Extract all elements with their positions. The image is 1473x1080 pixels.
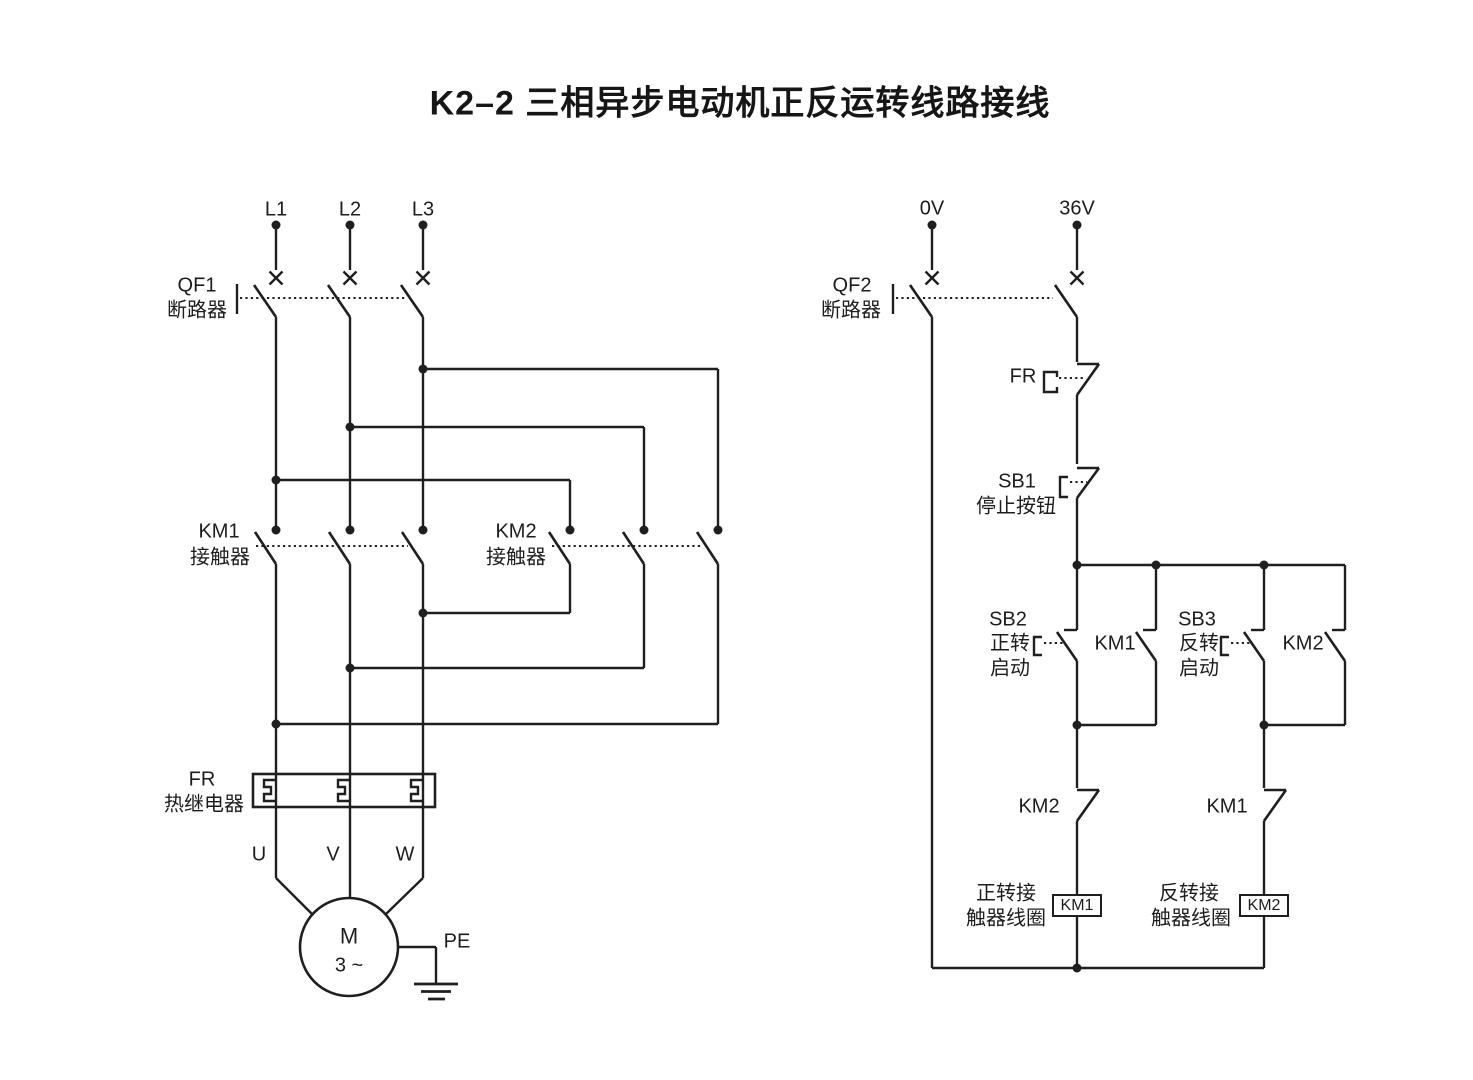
reverse-coil-caption-line1: 反转接: [1159, 882, 1219, 905]
km2-coil-box: KM2: [1239, 894, 1289, 917]
coil-lead-wires: [1075, 916, 1266, 968]
qf2-name-label: 断路器: [821, 299, 881, 322]
sb3-name-line2: 启动: [1179, 657, 1219, 680]
km1-interlock-contact-symbol: [1262, 788, 1288, 894]
km1-name-label: 接触器: [190, 546, 250, 569]
terminal-label-v: V: [326, 843, 340, 866]
phase-label-l1: L1: [264, 198, 288, 221]
km1-main-contacts-symbol: [253, 525, 428, 565]
forward-coil-caption-line2: 触器线圈: [966, 907, 1046, 930]
qf1-breaker-symbol: [235, 270, 431, 318]
pe-label: PE: [443, 930, 471, 953]
forward-coil-caption-line1: 正转接: [976, 882, 1036, 905]
fr-contact-label: FR: [1009, 365, 1037, 388]
sb2-label: SB2: [989, 608, 1027, 631]
phase-label-l2: L2: [338, 198, 362, 221]
qf1-name-label: 断路器: [167, 299, 227, 322]
qf2-label: QF2: [832, 274, 872, 297]
page-title: K2–2 三相异步电动机正反运转线路接线: [429, 84, 1051, 123]
km1-aux-contact-symbol: [1077, 565, 1158, 727]
km1-aux-label: KM1: [1094, 632, 1136, 655]
motor-phase-mark: 3 ~: [334, 954, 364, 977]
ground-symbol: [398, 945, 458, 1001]
km2-aux-contact-symbol: [1264, 565, 1347, 727]
sb1-stop-button-symbol: [1058, 466, 1101, 565]
km1-coil-box: KM1: [1052, 894, 1102, 917]
sb1-label: SB1: [998, 470, 1036, 493]
qf2-breaker-symbol: [891, 270, 1085, 318]
km2-aux-label: KM2: [1282, 632, 1324, 655]
terminal-label-w: W: [395, 843, 415, 866]
sb2-name-line2: 启动: [990, 657, 1030, 680]
reverse-coil-caption-line2: 触器线圈: [1151, 907, 1231, 930]
supply-label-36v: 36V: [1059, 197, 1095, 220]
fr-label: FR: [188, 768, 216, 791]
supply-label-0v: 0V: [919, 197, 945, 220]
fr-thermal-relay-symbol: [251, 772, 437, 809]
phase-bus-wires: [271, 317, 720, 530]
motor-letter: M: [339, 923, 359, 949]
sb3-label: SB3: [1178, 608, 1216, 631]
phase-label-l3: L3: [411, 198, 435, 221]
fr-nc-contact-symbol: [1042, 317, 1101, 464]
sb3-reverse-button-symbol: [1219, 565, 1269, 788]
qf1-label: QF1: [177, 274, 217, 297]
sb1-name-label: 停止按钮: [976, 495, 1056, 518]
km1-interlock-label: KM1: [1206, 795, 1248, 818]
km2-label: KM2: [495, 520, 537, 543]
sb2-forward-button-symbol: [1032, 565, 1082, 788]
supply-terminals-main: [271, 220, 428, 270]
sb2-name-line1: 正转: [990, 632, 1030, 655]
km2-interlock-label: KM2: [1018, 795, 1060, 818]
terminal-label-u: U: [251, 843, 267, 866]
sb3-name-line1: 反转: [1179, 632, 1219, 655]
km1-label: KM1: [198, 520, 240, 543]
km2-main-contacts-symbol: [547, 525, 723, 565]
supply-terminals-control: [927, 220, 1082, 270]
km2-interlock-contact-symbol: [1075, 788, 1101, 894]
km2-name-label: 接触器: [486, 546, 546, 569]
control-top-rail: [1072, 560, 1345, 570]
contact-output-wires: [271, 564, 720, 899]
fr-name-label: 热继电器: [164, 793, 244, 816]
